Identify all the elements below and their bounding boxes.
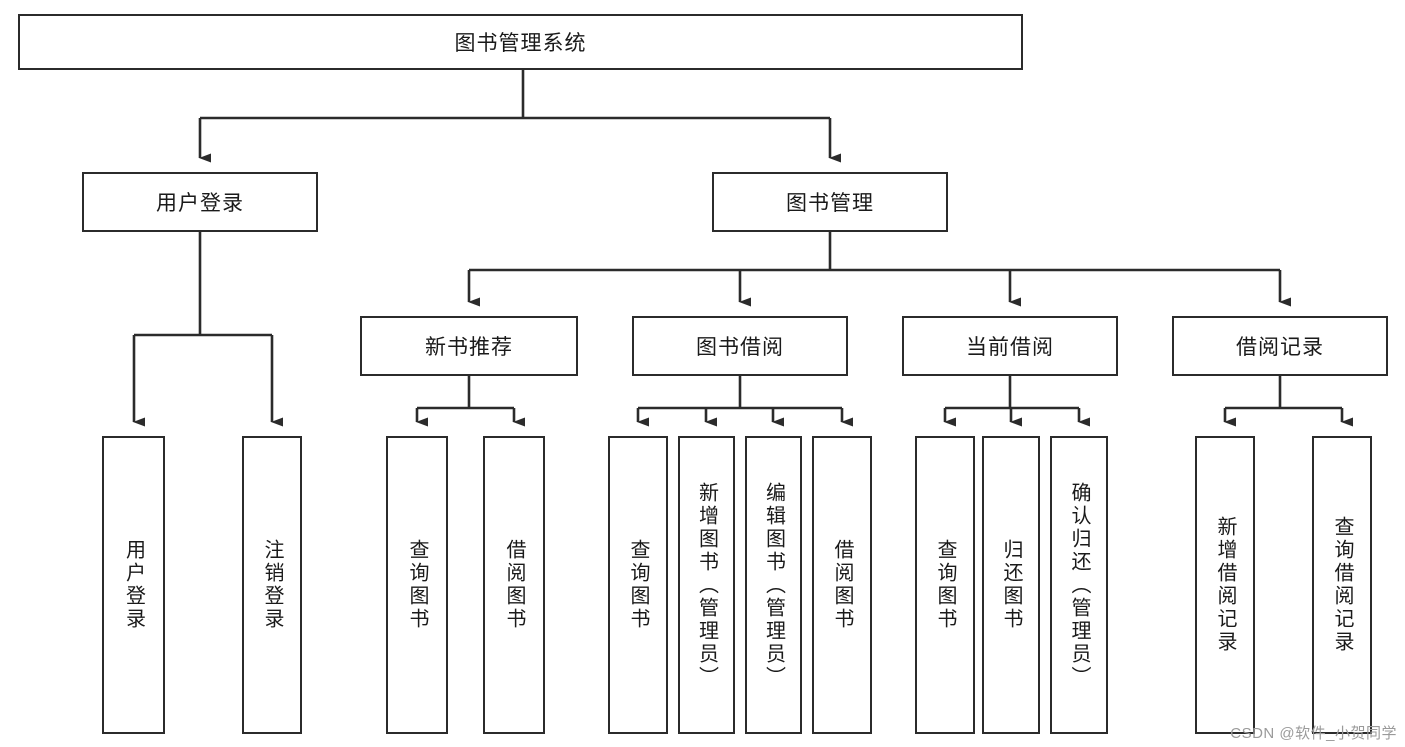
node-leaf-user-login[interactable]: 用户登录 (102, 436, 165, 734)
node-leaf-query-book-rec-label: 查询图书 (406, 539, 428, 631)
node-leaf-add-record[interactable]: 新增借阅记录 (1195, 436, 1255, 734)
node-leaf-edit-book-label: 编辑图书（管理员） (762, 481, 785, 689)
node-root[interactable]: 图书管理系统 (18, 14, 1023, 70)
node-user-login-label: 用户登录 (156, 192, 244, 215)
node-leaf-add-book-label: 新增图书（管理员） (695, 481, 718, 689)
node-leaf-borrow-book[interactable]: 借阅图书 (812, 436, 872, 734)
node-leaf-borrow-book-rec-label: 借阅图书 (503, 539, 525, 631)
node-leaf-confirm-return[interactable]: 确认归还（管理员） (1050, 436, 1108, 734)
node-leaf-add-record-label: 新增借阅记录 (1214, 516, 1236, 654)
node-leaf-query-book-borrow[interactable]: 查询图书 (608, 436, 668, 734)
node-borrow-record[interactable]: 借阅记录 (1172, 316, 1388, 376)
node-leaf-query-book-cur-label: 查询图书 (934, 539, 956, 631)
node-leaf-add-book[interactable]: 新增图书（管理员） (678, 436, 735, 734)
node-leaf-borrow-book-label: 借阅图书 (831, 539, 853, 631)
node-new-book-rec-label: 新书推荐 (425, 336, 513, 359)
node-book-borrow-label: 图书借阅 (696, 336, 784, 359)
node-new-book-rec[interactable]: 新书推荐 (360, 316, 578, 376)
node-leaf-user-logout-label: 注销登录 (261, 539, 283, 631)
node-leaf-return-book-label: 归还图书 (1000, 539, 1022, 631)
node-leaf-query-book-cur[interactable]: 查询图书 (915, 436, 975, 734)
node-leaf-edit-book[interactable]: 编辑图书（管理员） (745, 436, 802, 734)
node-current-borrow-label: 当前借阅 (966, 336, 1054, 359)
node-current-borrow[interactable]: 当前借阅 (902, 316, 1118, 376)
node-book-manage-label: 图书管理 (786, 192, 874, 215)
node-leaf-borrow-book-rec[interactable]: 借阅图书 (483, 436, 545, 734)
node-leaf-return-book[interactable]: 归还图书 (982, 436, 1040, 734)
node-leaf-query-book-borrow-label: 查询图书 (627, 539, 649, 631)
node-leaf-user-logout[interactable]: 注销登录 (242, 436, 302, 734)
csdn-watermark: CSDN @软件_小贺同学 (1230, 725, 1397, 742)
node-leaf-query-record[interactable]: 查询借阅记录 (1312, 436, 1372, 734)
node-book-manage[interactable]: 图书管理 (712, 172, 948, 232)
node-leaf-confirm-return-label: 确认归还（管理员） (1068, 481, 1090, 689)
node-leaf-user-login-label: 用户登录 (122, 539, 145, 631)
node-book-borrow[interactable]: 图书借阅 (632, 316, 848, 376)
node-root-label: 图书管理系统 (454, 32, 587, 55)
node-leaf-query-book-rec[interactable]: 查询图书 (386, 436, 448, 734)
node-user-login[interactable]: 用户登录 (82, 172, 318, 232)
node-borrow-record-label: 借阅记录 (1236, 336, 1324, 359)
node-leaf-query-record-label: 查询借阅记录 (1331, 516, 1353, 654)
